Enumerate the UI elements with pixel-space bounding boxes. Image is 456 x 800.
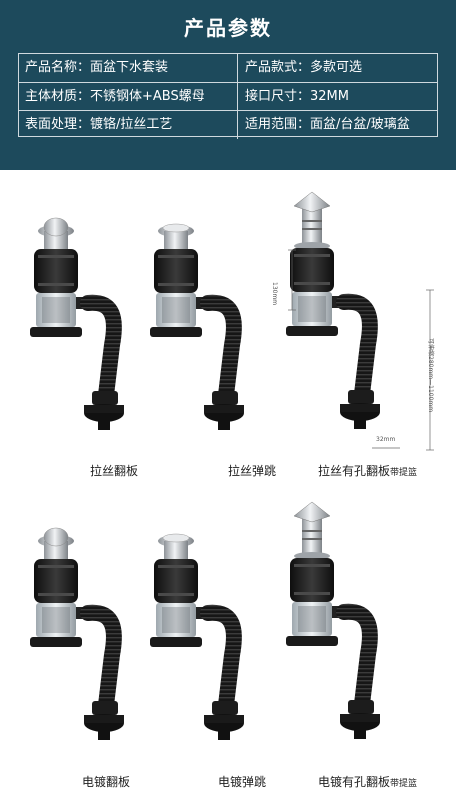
spec-value: 32MM <box>310 89 349 104</box>
product-caption: 电镀翻板 <box>82 775 131 789</box>
drain-image <box>0 527 140 765</box>
spec-value: 不锈钢体+ABS螺母 <box>90 89 205 104</box>
spec-table: 产品名称：面盆下水套装 产品款式：多款可选 主体材质：不锈钢体+ABS螺母 接口… <box>18 53 438 139</box>
product-chrome-basket <box>256 500 396 760</box>
spec-row: 产品名称：面盆下水套装 产品款式：多款可选 <box>19 54 437 82</box>
spec-value: 多款可选 <box>310 60 363 75</box>
product-caption: 电镀有孔翻板带提篮 <box>318 775 418 789</box>
length-label: 可伸缩280mm—1100mm <box>427 338 434 413</box>
spec-value: 面盆/台盆/玻璃盆 <box>310 117 410 132</box>
spec-label: 表面处理： <box>25 117 91 132</box>
spec-label: 产品名称： <box>25 60 91 75</box>
product-chrome-popup <box>120 505 260 765</box>
product-caption: 拉丝有孔翻板带提篮 <box>318 464 418 478</box>
width-label: 32mm <box>376 436 396 443</box>
drain-image <box>120 223 260 455</box>
product-brushed-popup <box>120 195 260 455</box>
product-caption: 拉丝翻板 <box>89 464 138 478</box>
spec-value: 镀铬/拉丝工艺 <box>90 117 173 132</box>
height-label: 130mm <box>271 282 278 306</box>
spec-label: 产品款式： <box>245 60 311 75</box>
drain-image <box>120 533 260 765</box>
spec-row: 主体材质：不锈钢体+ABS螺母 接口尺寸：32MM <box>19 82 437 111</box>
divider <box>237 54 238 82</box>
page-title: 产品参数 <box>184 16 272 40</box>
divider <box>237 83 238 111</box>
dimension-lines <box>288 249 434 451</box>
product-caption: 电镀弹跳 <box>218 775 267 789</box>
spec-label: 主体材质： <box>25 89 91 104</box>
spec-row: 表面处理：镀铬/拉丝工艺 适用范围：面盆/台盆/玻璃盆 <box>19 110 437 139</box>
drain-image <box>256 501 396 760</box>
product-chrome-flip <box>0 505 140 765</box>
spec-header: 产品参数 产品名称：面盆下水套装 产品款式：多款可选 主体材质：不锈钢体+ABS… <box>0 0 456 170</box>
drain-image <box>0 217 140 455</box>
spec-value: 面盆下水套装 <box>90 60 169 75</box>
spec-label: 适用范围： <box>245 117 311 132</box>
product-caption: 拉丝弹跳 <box>227 464 276 478</box>
divider <box>237 111 238 139</box>
product-brushed-flip <box>0 195 140 455</box>
spec-label: 接口尺寸： <box>245 89 311 104</box>
